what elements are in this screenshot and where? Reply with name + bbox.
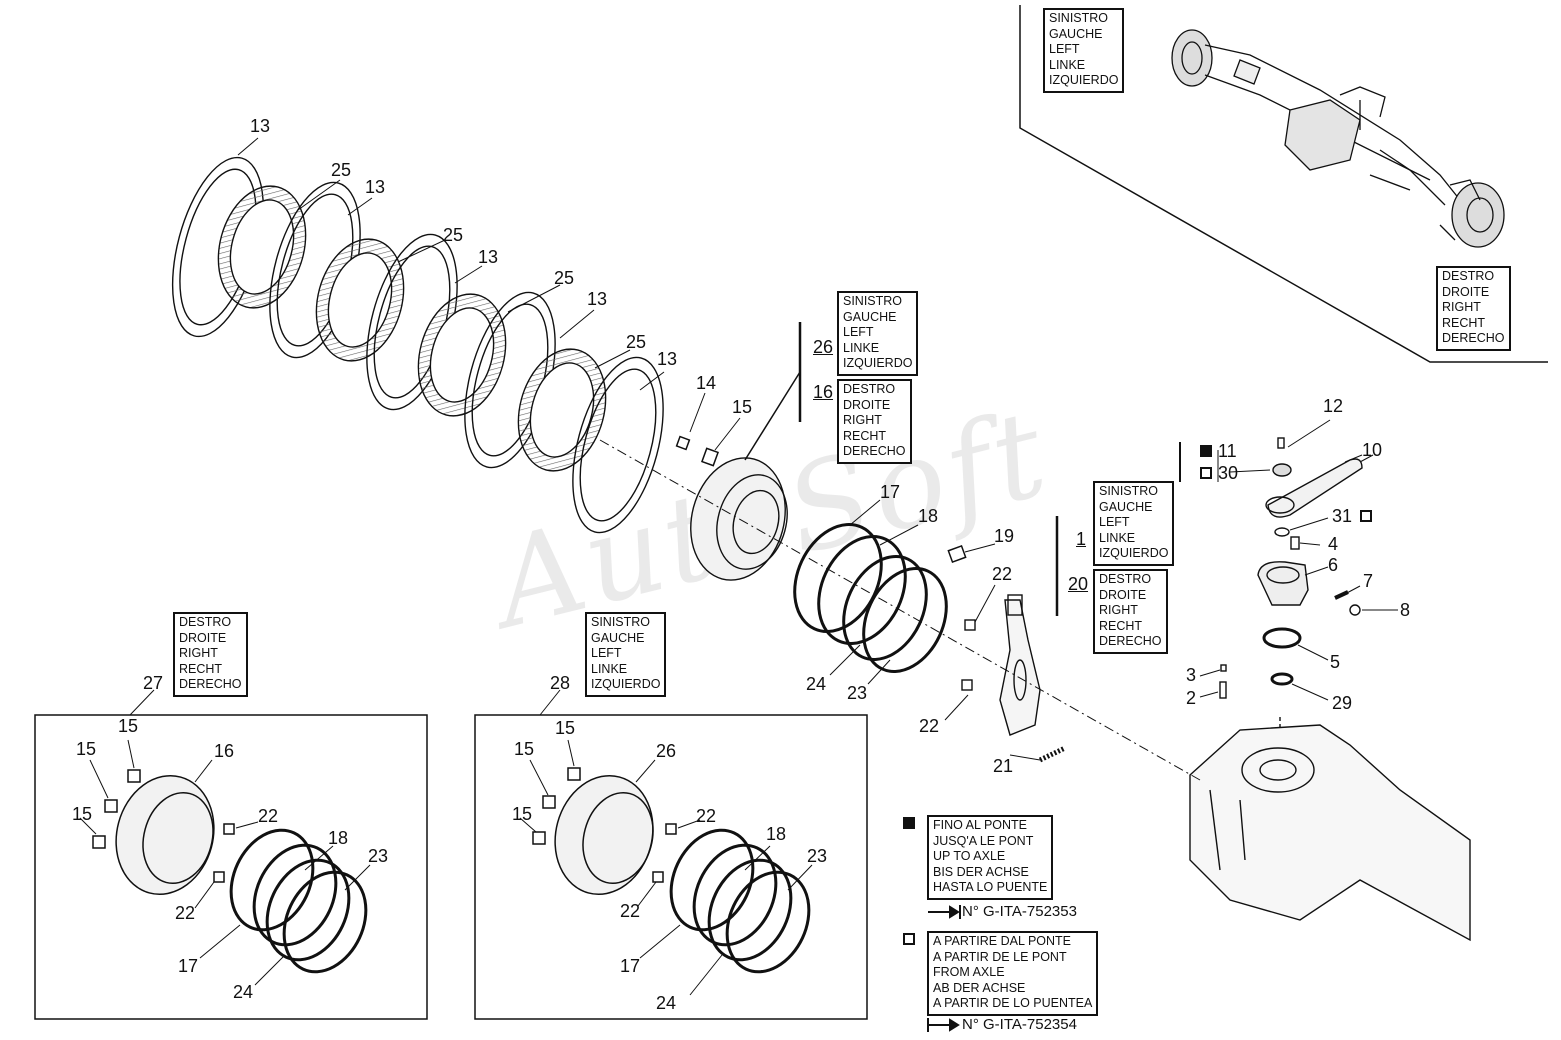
pin-19 bbox=[947, 545, 967, 563]
open-square-icon bbox=[1200, 467, 1212, 479]
inset-27 bbox=[34, 689, 428, 1020]
callout-26: 26 bbox=[813, 337, 834, 357]
callout-14: 14 bbox=[696, 373, 717, 393]
callout-13: 13 bbox=[478, 247, 499, 267]
leader-lines bbox=[237, 137, 1398, 761]
callout-11: 11 bbox=[1218, 441, 1237, 461]
callout-5: 5 bbox=[1330, 652, 1341, 672]
inset-28 bbox=[474, 689, 868, 1020]
callout-15: 15 bbox=[118, 716, 139, 736]
callout-22: 22 bbox=[696, 806, 717, 826]
filled-square-icon bbox=[1200, 445, 1212, 457]
serial-from: N° G-ITA-752354 bbox=[962, 1016, 1077, 1033]
callout-24: 24 bbox=[806, 674, 827, 694]
callout-13: 13 bbox=[250, 116, 271, 136]
callout-15: 15 bbox=[76, 739, 97, 759]
callout-23: 23 bbox=[368, 846, 389, 866]
callout-2: 2 bbox=[1186, 688, 1197, 708]
callout-17: 17 bbox=[880, 482, 901, 502]
o-rings-main bbox=[793, 523, 948, 674]
axle-inset-frame bbox=[1019, 5, 1548, 363]
callout-24: 24 bbox=[656, 993, 677, 1013]
callout-24: 24 bbox=[233, 982, 254, 1002]
callout-22: 22 bbox=[919, 716, 940, 736]
callout-23: 23 bbox=[847, 683, 868, 703]
pin-15 bbox=[701, 447, 719, 467]
callout-22: 22 bbox=[175, 903, 196, 923]
callout-4: 4 bbox=[1328, 534, 1339, 554]
callout-30: 30 bbox=[1218, 463, 1239, 483]
callout-18: 18 bbox=[766, 824, 787, 844]
callout-23: 23 bbox=[807, 846, 828, 866]
callout-31: 31 bbox=[1332, 506, 1353, 526]
callout-15: 15 bbox=[72, 804, 93, 824]
callout-15: 15 bbox=[732, 397, 753, 417]
callout-25: 25 bbox=[626, 332, 647, 352]
open-square-icon bbox=[903, 933, 915, 945]
callout-22: 22 bbox=[620, 901, 641, 921]
callout-13: 13 bbox=[657, 349, 678, 369]
callout-15: 15 bbox=[512, 804, 533, 824]
callout-22: 22 bbox=[258, 806, 279, 826]
callout-17: 17 bbox=[620, 956, 641, 976]
open-square-icon bbox=[1360, 510, 1372, 522]
callout-27: 27 bbox=[143, 673, 164, 693]
callout-17: 17 bbox=[178, 956, 199, 976]
axle-housing bbox=[1189, 724, 1471, 942]
callout-3: 3 bbox=[1186, 665, 1197, 685]
callout-6: 6 bbox=[1328, 555, 1339, 575]
centerline bbox=[599, 439, 1201, 781]
callout-25: 25 bbox=[331, 160, 352, 180]
release-fork bbox=[961, 594, 1067, 763]
callout-20: 20 bbox=[1068, 574, 1089, 594]
arrow-up-to bbox=[928, 905, 961, 919]
callout-25: 25 bbox=[443, 225, 464, 245]
callout-16: 16 bbox=[813, 382, 834, 402]
serial-up-to: N° G-ITA-752353 bbox=[962, 903, 1077, 920]
filled-square-icon bbox=[903, 817, 915, 829]
callout-26: 26 bbox=[656, 741, 677, 761]
callout-25: 25 bbox=[554, 268, 575, 288]
disc-pack bbox=[171, 156, 664, 534]
pin-14 bbox=[675, 435, 691, 451]
callout-13: 13 bbox=[365, 177, 386, 197]
callout-15: 15 bbox=[555, 718, 576, 738]
callout-29: 29 bbox=[1332, 693, 1353, 713]
callout-8: 8 bbox=[1400, 600, 1411, 620]
callout-13: 13 bbox=[587, 289, 608, 309]
callout-10: 10 bbox=[1362, 440, 1383, 460]
callout-18: 18 bbox=[328, 828, 349, 848]
callout-12: 12 bbox=[1323, 396, 1344, 416]
axle-overview bbox=[1171, 29, 1505, 248]
callout-16: 16 bbox=[214, 741, 235, 761]
piston-main bbox=[690, 457, 788, 581]
callout-21: 21 bbox=[993, 756, 1014, 776]
callout-15: 15 bbox=[514, 739, 535, 759]
callout-18: 18 bbox=[918, 506, 939, 526]
arrow-from bbox=[927, 1018, 960, 1032]
callout-28: 28 bbox=[550, 673, 571, 693]
callout-7: 7 bbox=[1363, 571, 1374, 591]
callout-22: 22 bbox=[992, 564, 1013, 584]
callout-19: 19 bbox=[994, 526, 1015, 546]
callout-1: 1 bbox=[1076, 529, 1087, 549]
